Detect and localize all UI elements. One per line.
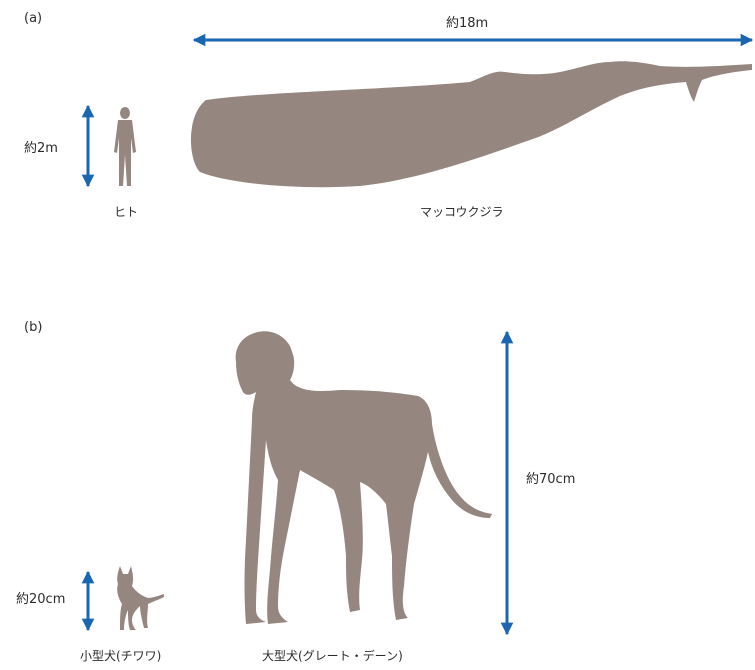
chihuahua-silhouette: [117, 566, 164, 630]
chihuahua-height-label: 約20cm: [16, 592, 65, 608]
panel-a-label: (a): [24, 11, 42, 27]
great-dane-silhouette: [236, 331, 492, 624]
human-height-label: 約2m: [24, 141, 58, 157]
whale-length-label: 約18m: [446, 16, 488, 32]
human-name-label: ヒト: [114, 204, 138, 220]
sperm-whale-silhouette: [191, 61, 752, 187]
great-dane-name-label: 大型犬(グレート・デーン): [262, 648, 403, 664]
great-dane-height-label: 約70cm: [526, 472, 575, 488]
chihuahua-name-label: 小型犬(チワワ): [80, 648, 161, 664]
panel-b-label: (b): [24, 320, 42, 336]
whale-name-label: マッコウクジラ: [420, 204, 504, 220]
human-silhouette: [114, 107, 136, 186]
